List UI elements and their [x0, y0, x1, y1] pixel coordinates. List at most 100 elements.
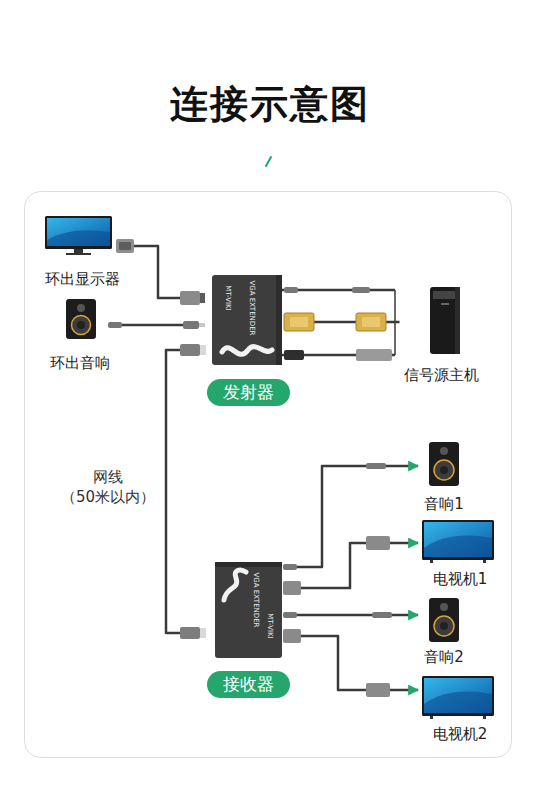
cable-connector	[294, 466, 419, 567]
vga-gold-plug	[356, 313, 386, 331]
device-label: 电视机1	[433, 570, 488, 588]
audio-plug	[372, 612, 392, 618]
diagram-title: 连接示意图	[0, 80, 539, 128]
usb-a-plug	[356, 349, 392, 361]
device-label: 信号源主机	[404, 366, 479, 384]
cable-connector	[294, 614, 419, 617]
monitor-base	[66, 253, 91, 255]
decor-slash	[266, 157, 271, 166]
tower-edge	[455, 287, 460, 354]
cable-connector	[294, 543, 419, 588]
speaker-woofer	[434, 460, 454, 480]
cable-label: 网线 （50米以内）	[56, 466, 160, 508]
speaker-body	[429, 598, 459, 642]
speaker-woofer	[72, 316, 91, 335]
device-node: 信号源主机	[400, 282, 483, 384]
device-print: MT-VIKI	[266, 613, 274, 638]
vga-plug	[366, 536, 390, 550]
device-node: 音响1	[418, 437, 470, 513]
speaker-tweeter	[440, 603, 448, 611]
tv-foot	[483, 716, 486, 719]
tower-body	[430, 287, 460, 354]
tv-screen	[424, 678, 492, 713]
vga-plug	[366, 683, 390, 697]
monitor-wave	[47, 230, 110, 246]
tv-icon	[422, 676, 494, 719]
usb-b-plug	[284, 350, 304, 360]
cable-connector	[166, 350, 203, 633]
vga-gold-plug-inner	[290, 317, 308, 327]
monitor-icon	[45, 216, 112, 255]
vga-plug	[283, 629, 301, 643]
speaker-body	[66, 299, 96, 339]
device-print: VGA EXTENDER	[252, 573, 260, 628]
vga-plug	[180, 291, 200, 305]
vga-plug	[283, 581, 301, 595]
tv-foot	[483, 560, 486, 563]
tv-foot	[430, 560, 433, 563]
vga-plug	[116, 239, 134, 253]
device-tag: 发射器	[207, 379, 290, 406]
device-node: 电视机2	[418, 671, 502, 743]
device-label: 电视机2	[433, 725, 488, 743]
device-body	[215, 562, 282, 658]
rj45-plug-tip	[200, 345, 206, 355]
device-body	[212, 275, 282, 365]
tower-led	[441, 303, 449, 305]
audio-plug	[283, 564, 297, 570]
device-print: VGA EXTENDER	[248, 281, 256, 336]
tv-icon	[422, 520, 494, 563]
monitor-bezel	[45, 216, 112, 249]
vga-gold-plug-inner	[362, 317, 380, 327]
host-tower-icon	[430, 287, 460, 354]
transmitter-device	[212, 275, 282, 365]
panel	[25, 192, 512, 758]
speaker-cap	[440, 622, 448, 630]
device-node: 环出显示器	[38, 212, 126, 288]
audio-plug	[183, 321, 199, 329]
tv-wave	[424, 692, 492, 713]
device-node: 音响2	[418, 594, 470, 666]
speaker-tweeter	[440, 447, 448, 455]
monitor-neck	[74, 249, 83, 253]
device-edge	[276, 275, 282, 365]
speaker-icon	[429, 442, 459, 486]
speaker-cap	[77, 321, 85, 329]
device-node: 电视机1	[418, 517, 502, 588]
speaker-tweeter	[77, 304, 85, 312]
device-label: 音响2	[424, 648, 464, 666]
audio-plug	[284, 287, 298, 293]
audio-plug	[283, 612, 297, 618]
tv-wave	[424, 536, 492, 557]
device-label: 环出音响	[50, 354, 110, 372]
device-label: 音响1	[424, 495, 464, 513]
device-tag: 接收器	[207, 671, 290, 698]
audio-plug-tip	[199, 323, 205, 327]
tv-bezel	[422, 676, 494, 716]
rj45-plug	[180, 627, 200, 639]
speaker-cap	[440, 466, 448, 474]
audio-cable	[282, 289, 395, 292]
speaker-icon	[429, 598, 459, 642]
vga-plug-tip	[200, 293, 205, 303]
cable-connector	[294, 636, 419, 690]
speaker-icon	[66, 299, 96, 339]
device-node: 接收器	[203, 558, 294, 698]
tower-bay	[433, 291, 457, 299]
device-swoosh	[222, 347, 272, 355]
receiver-device	[215, 562, 282, 658]
audio-plug	[366, 463, 386, 469]
audio-plug	[108, 322, 122, 328]
device-label: 环出显示器	[45, 270, 120, 288]
device-print: MT-VIKI	[224, 285, 232, 310]
cable-bracket	[394, 290, 396, 355]
tv-screen	[424, 522, 492, 557]
vga-plug-shell	[119, 242, 131, 250]
device-node: 环出音响	[38, 295, 122, 372]
cable-connector	[126, 246, 203, 298]
rj45-plug	[180, 344, 200, 356]
speaker-woofer	[434, 616, 454, 636]
device-swoosh	[224, 570, 246, 600]
rj45-plug-tip	[200, 628, 206, 638]
